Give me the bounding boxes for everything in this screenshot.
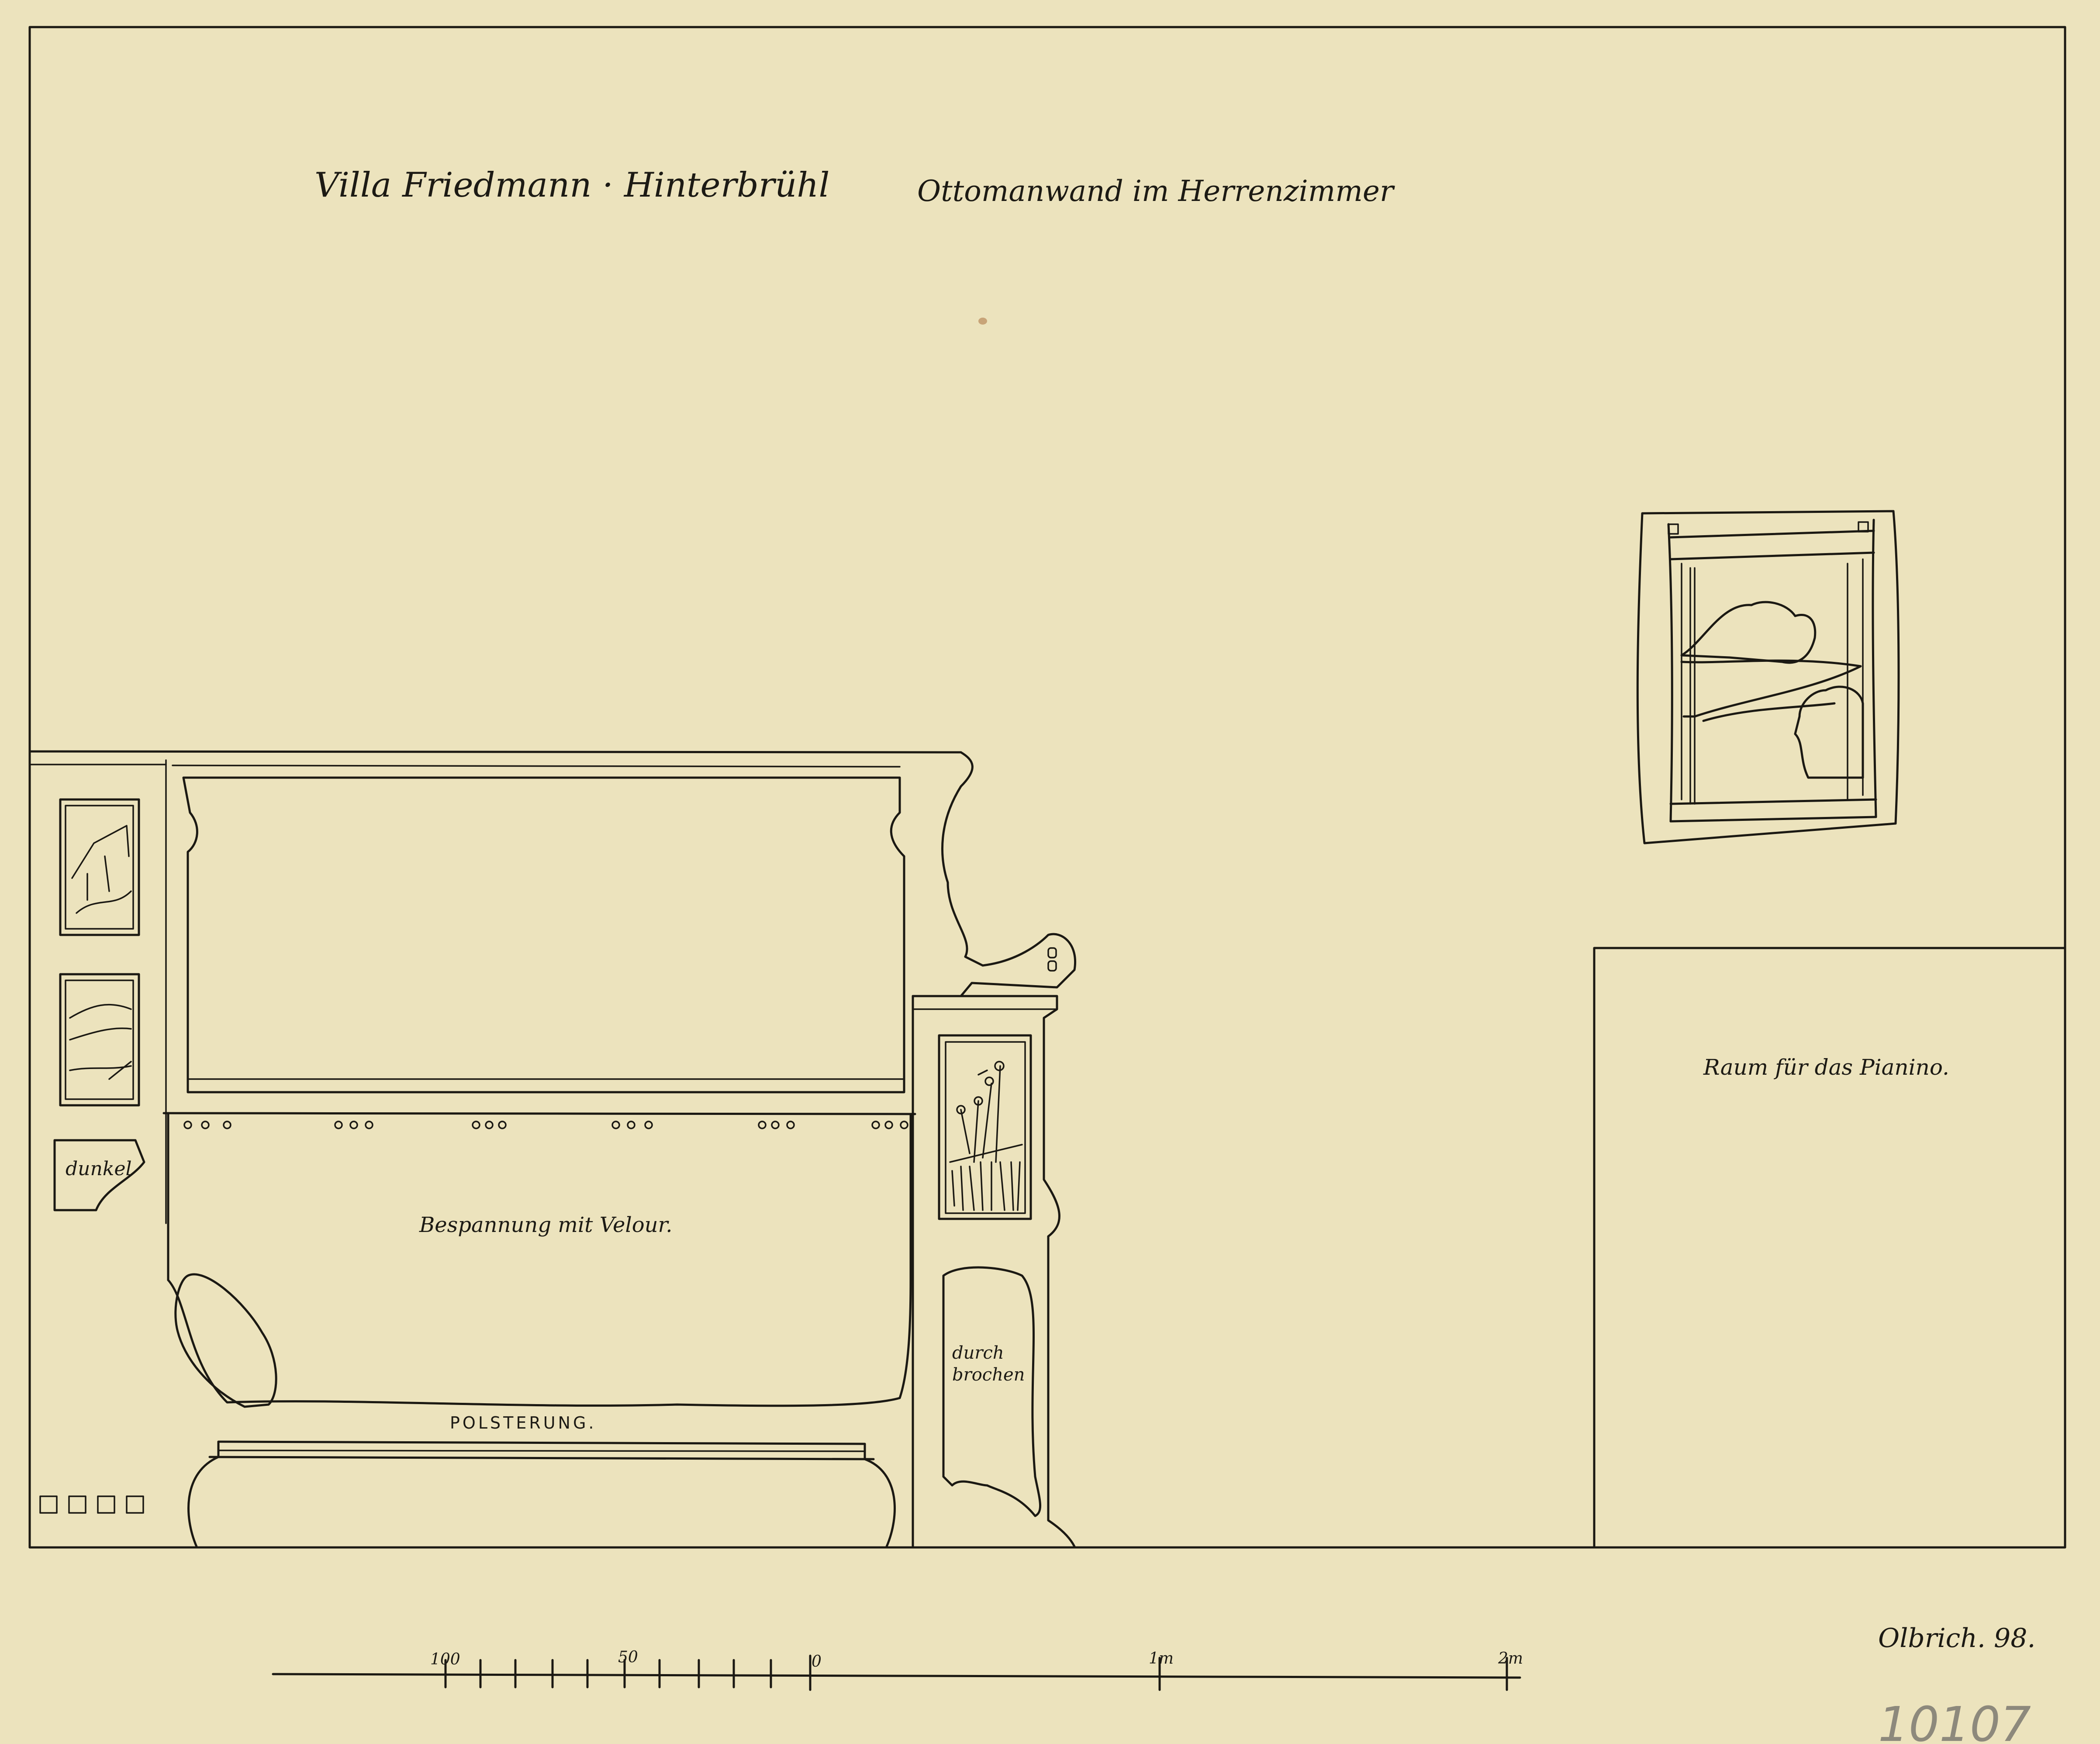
left-pictures — [59, 798, 140, 1107]
label-bespannung: Bespannung mit Velour. — [419, 1213, 672, 1237]
cushion — [174, 1273, 277, 1408]
label-dunkel: dunkel — [66, 1158, 132, 1180]
scale-tick-50: 50 — [618, 1648, 638, 1666]
scale-tick-0: 0 — [812, 1653, 822, 1671]
scale-bar: 100 50 0 1m 2m — [272, 1648, 1523, 1691]
inventory-number: 10107 — [1878, 1696, 2031, 1744]
label-polsterung: POLSTERUNG. — [450, 1413, 597, 1433]
back-ornaments — [183, 1121, 908, 1129]
title-right: Ottomanwand im Herrenzimmer — [917, 174, 1395, 208]
scale-tick-100: 100 — [430, 1651, 460, 1668]
right-upright: durch brochen — [912, 751, 1076, 1548]
scale-tick-2m: 2m — [1498, 1650, 1523, 1668]
label-durchbrochen-2: brochen — [952, 1365, 1025, 1385]
label-pianino: Raum für das Pianino. — [1703, 1055, 1949, 1080]
border-frame — [28, 26, 2066, 1549]
ottoman-base — [187, 1440, 896, 1548]
signature: Olbrich. 98. — [1878, 1623, 2035, 1654]
label-durchbrochen-1: durch — [952, 1343, 1004, 1363]
framed-landscape-picture — [1636, 510, 1900, 844]
title-left: Villa Friedmann · Hinterbrühl — [314, 166, 829, 205]
pianino-space: Raum für das Pianino. — [1593, 947, 2066, 1548]
small-squares — [39, 1495, 144, 1514]
ottoman-wall: dunkel Bespannung mit Velour. POLSTERUNG… — [28, 750, 1076, 1548]
scale-tick-1m: 1m — [1149, 1650, 1174, 1668]
paper-stain — [978, 318, 987, 325]
